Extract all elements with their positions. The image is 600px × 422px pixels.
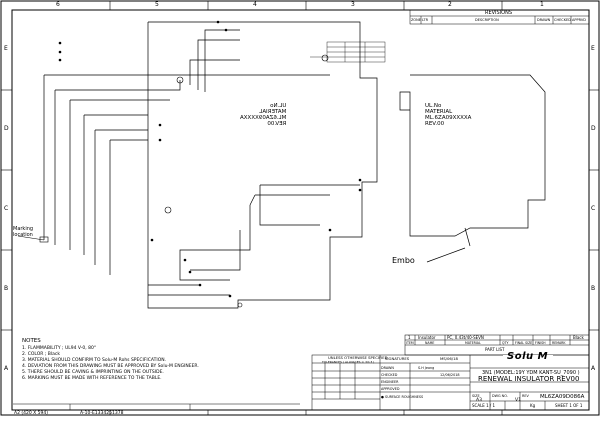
zone-label: 1 bbox=[540, 1, 544, 8]
signature-date: MS/06/18 bbox=[440, 356, 458, 361]
size-label: SIZE bbox=[472, 394, 480, 398]
note-item: 4. DEVIATION FROM THIS DRAWING MUST BE A… bbox=[22, 364, 199, 369]
drawn-by: S.H Jeong bbox=[418, 366, 435, 370]
inner-border bbox=[11, 9, 590, 411]
role-engineer: ENGINEER bbox=[381, 380, 399, 384]
note-item: 6. MARKING MUST BE MADE WITH REFERENCE T… bbox=[22, 376, 162, 381]
project-name: 3N1 (MODEL:19Y YDM KANT-SU_7090 ) bbox=[482, 370, 580, 376]
drawing-title: RENEWAL INSULATOR REV00 bbox=[478, 375, 580, 383]
part-number-label: ML.6ZA09XXXXA bbox=[425, 115, 472, 121]
surface-roughness: ● SURFACE ROUGHNESS bbox=[381, 395, 424, 399]
zone-label: 2 bbox=[448, 1, 452, 8]
zone-label: 3 bbox=[351, 1, 355, 8]
marking-table bbox=[310, 41, 386, 63]
paper-size: A2 (420 X 594) bbox=[14, 411, 49, 416]
zone-ticks bbox=[1, 1, 599, 415]
parts-col-name: NAME bbox=[425, 341, 435, 345]
parts-list-title: PART LIST bbox=[485, 347, 505, 352]
revisions-title: REVISIONS bbox=[485, 10, 513, 16]
callout-dots bbox=[58, 20, 362, 298]
zone-label: E bbox=[591, 45, 595, 52]
rev-col-zone: ZONE bbox=[411, 18, 421, 22]
signatures-label: SIGNATURES bbox=[385, 356, 410, 361]
revision-label: REV.00 bbox=[425, 121, 445, 127]
part-remark: Black bbox=[573, 335, 584, 340]
marking-location-pointer bbox=[17, 235, 49, 243]
zone-label: 5 bbox=[155, 1, 159, 8]
zone-label: A bbox=[4, 365, 9, 372]
drawn-date: 12/06/2018 bbox=[440, 373, 460, 377]
zone-label: D bbox=[4, 125, 9, 132]
insulator-outline-left bbox=[43, 21, 378, 309]
note-item: 1. FLAMMABILITY ; UL94 V-0, 80° bbox=[22, 346, 97, 351]
document-code: A-10-E1334251378 bbox=[80, 411, 124, 416]
part-material: PC, 0.43t/40-SEVN bbox=[447, 335, 484, 340]
marking-location-label-1: Marking bbox=[13, 226, 34, 232]
role-approved: APPROVED bbox=[381, 387, 400, 391]
zone-label: B bbox=[591, 285, 596, 292]
rev-col-ltr: LTR bbox=[422, 18, 429, 22]
rev-label: REV bbox=[522, 394, 529, 398]
rev-col-drawn: DRAWN bbox=[537, 18, 551, 22]
rev-col-checked: CHECKED bbox=[554, 18, 571, 22]
parts-col-final-size: FINAL SIZE bbox=[515, 341, 533, 345]
revision-table bbox=[409, 9, 590, 25]
parts-col-finish: FINISH bbox=[535, 341, 546, 345]
parts-col-item: ITEM bbox=[406, 341, 414, 345]
note-item: 2. COLOR ; Black bbox=[22, 352, 60, 357]
parts-col-qty: QTY bbox=[502, 341, 509, 345]
zone-label: 4 bbox=[253, 1, 257, 8]
marking-location-label-2: location bbox=[13, 232, 33, 238]
rev-col-approved: APPRVD bbox=[572, 18, 586, 22]
embo-label: Embo bbox=[392, 256, 415, 265]
zone-label: 6 bbox=[56, 1, 60, 8]
marking-label: UL.No MATERIAL ML.6ZA09XXXXA REV.00 bbox=[425, 103, 471, 127]
note-item: 5. THERE SHOULD BE CAVING & IMPRINTING O… bbox=[22, 370, 164, 375]
role-drawn: DRAWN bbox=[381, 366, 394, 370]
hole-markers bbox=[164, 54, 329, 308]
part-item-no: 1 bbox=[408, 335, 411, 340]
company-logo: Solu M bbox=[507, 351, 549, 362]
note-item: 3. MATERIAL SHOULD CONFIRM TO Solu-M Roh… bbox=[22, 358, 167, 363]
size-value: A3 bbox=[476, 398, 482, 403]
rev-value: V1 bbox=[515, 398, 521, 403]
tolerance-sub: TOLERANCES ( ALLNACES = ±0.3 ) bbox=[322, 360, 375, 364]
scale: SCALE 1 / 1 bbox=[472, 403, 496, 408]
parts-col-material: MATERIAL bbox=[465, 341, 481, 345]
zone-label: B bbox=[4, 285, 9, 292]
zone-label: E bbox=[4, 45, 8, 52]
notes-title: NOTES bbox=[22, 338, 41, 344]
weight-unit: Kg bbox=[530, 403, 536, 408]
parts-col-remark: REMARK bbox=[552, 341, 566, 345]
company-logo-bg bbox=[503, 355, 553, 367]
zone-label: D bbox=[591, 125, 596, 132]
material-label: MATERIAL bbox=[425, 109, 453, 115]
title-block-lines bbox=[13, 334, 590, 411]
dwg-no-value: ML6ZA09D086A bbox=[540, 394, 585, 400]
mirrored-revision: REV.00 bbox=[267, 121, 287, 127]
mirrored-marking-label: UL.No MATERIAL ML.6ZA09XXXXA REV.00 bbox=[240, 103, 286, 127]
tolerance-header: UNLESS OTHERWISE SPECIFIED bbox=[328, 355, 388, 360]
zone-label: C bbox=[4, 205, 9, 212]
part-name: Insulator bbox=[418, 335, 436, 340]
rev-col-description: DESCRIPTION bbox=[475, 18, 499, 22]
insulator-outline-right bbox=[399, 74, 546, 263]
sheet-number: SHEET 1 OF 1 bbox=[555, 403, 583, 408]
zone-label: C bbox=[591, 205, 596, 212]
ul-no-label: UL.No bbox=[425, 103, 442, 109]
role-checked: CHECKED bbox=[381, 373, 398, 377]
dwg-no-label: DWG NO. bbox=[492, 394, 508, 398]
zone-label: A bbox=[591, 365, 596, 372]
